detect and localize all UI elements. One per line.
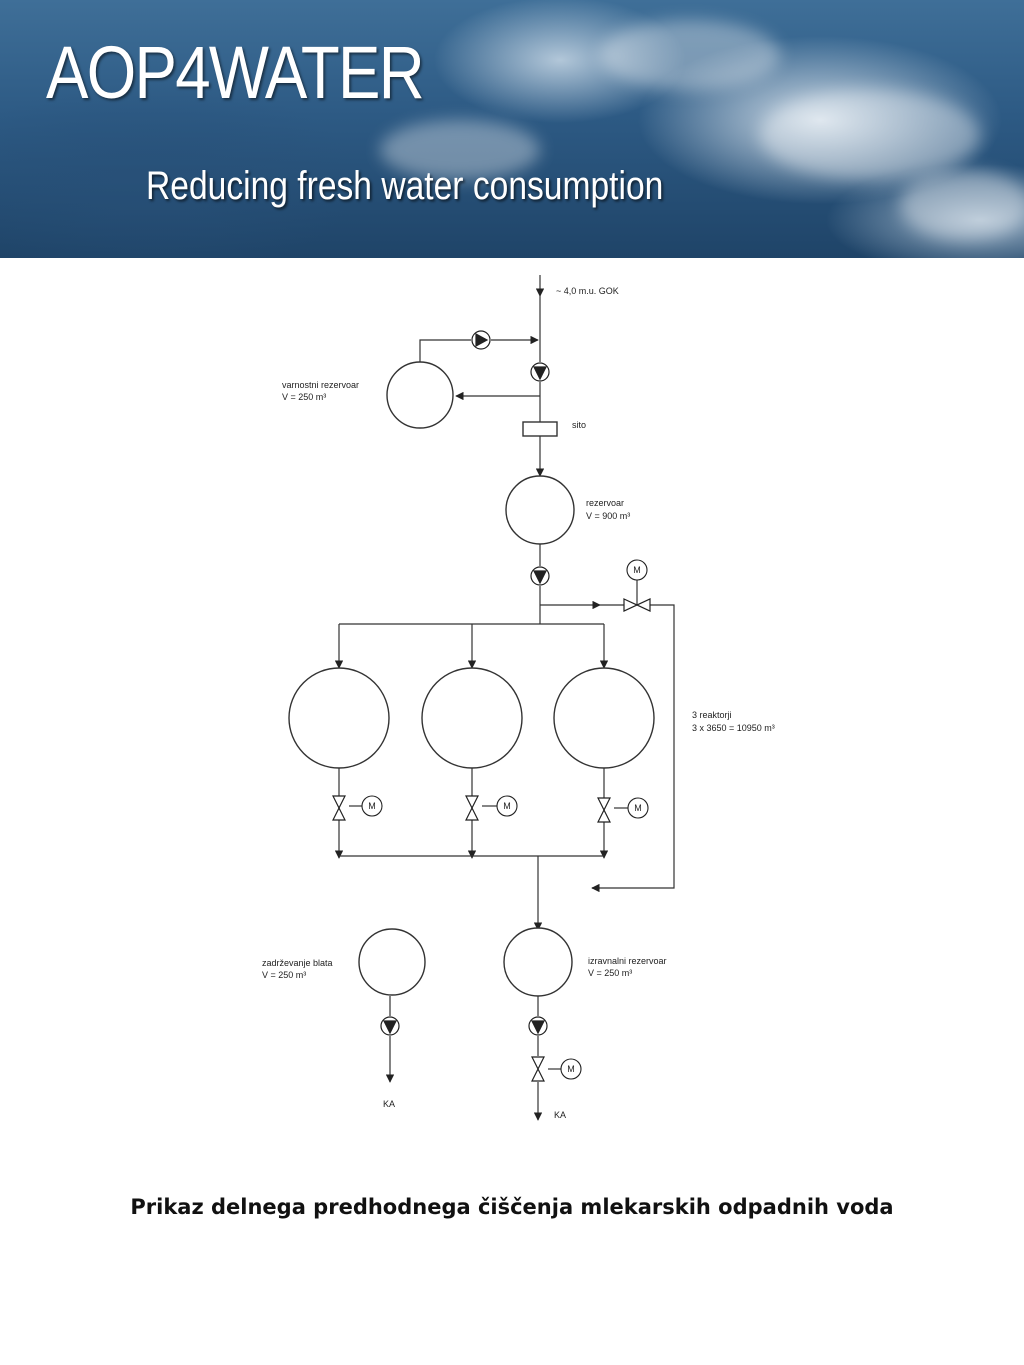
figure-caption: Prikaz delnega predhodnega čiščenja mlek…: [130, 1195, 894, 1219]
motor-label: M: [368, 801, 376, 811]
banner-title: AOP4WATER: [46, 31, 425, 114]
reactor-tank: [553, 667, 655, 769]
safety-tank: [386, 361, 454, 429]
equalization-tank: [503, 927, 573, 997]
motor-icon: [626, 559, 648, 581]
motor-icon: [361, 795, 383, 817]
reservoir-volume: V = 900 m³: [586, 511, 630, 521]
process-flow-diagram: M M M M M ~ 4,0 m.u. GOK varnostni rezer…: [262, 275, 775, 1121]
equalization-tank-name: izravnalni rezervoar: [588, 956, 667, 966]
reactors-name: 3 reaktorji: [692, 710, 732, 720]
reactor-tank: [288, 667, 390, 769]
pipe: [592, 604, 675, 889]
banner-subtitle: Reducing fresh water consumption: [146, 164, 664, 208]
wave-foam: [760, 90, 980, 180]
valve-icon: [531, 1056, 545, 1082]
sludge-tank-volume: V = 250 m³: [262, 970, 306, 980]
screen-filter: [522, 421, 558, 437]
wave-foam: [380, 120, 540, 180]
reservoir-tank: [505, 475, 575, 545]
motor-label: M: [567, 1064, 575, 1074]
pump-icon: [380, 1016, 400, 1036]
reactors-volume: 3 x 3650 = 10950 m³: [692, 723, 775, 733]
valve-icon: [465, 795, 479, 821]
reservoir-name: rezervoar: [586, 498, 624, 508]
reactor-tank: [421, 667, 523, 769]
motor-label: M: [633, 565, 641, 575]
wave-foam: [600, 20, 780, 90]
valve-icon: [597, 797, 611, 823]
wave-foam: [900, 170, 1024, 240]
valve-icon: [623, 598, 651, 612]
pump-icon: [471, 330, 491, 350]
pump-icon: [528, 1016, 548, 1036]
header-banner: AOP4WATER Reducing fresh water consumpti…: [0, 0, 1024, 258]
pump-icon: [530, 566, 550, 586]
inlet-label: ~ 4,0 m.u. GOK: [556, 286, 619, 296]
motor-label: M: [503, 801, 511, 811]
pipe: [419, 339, 471, 362]
safety-tank-name: varnostni rezervoar: [282, 380, 359, 390]
outlet-label: KA: [383, 1099, 395, 1109]
sludge-tank-name: zadrževanje blata: [262, 958, 333, 968]
outlet-label: KA: [554, 1110, 566, 1120]
safety-tank-volume: V = 250 m³: [282, 392, 326, 402]
motor-icon: [627, 797, 649, 819]
motor-icon: [496, 795, 518, 817]
motor-label: M: [634, 803, 642, 813]
screen-label: sito: [572, 420, 586, 430]
equalization-tank-volume: V = 250 m³: [588, 968, 632, 978]
valve-icon: [332, 795, 346, 821]
motor-icon: [560, 1058, 582, 1080]
pump-icon: [530, 362, 550, 382]
sludge-tank: [358, 928, 426, 996]
